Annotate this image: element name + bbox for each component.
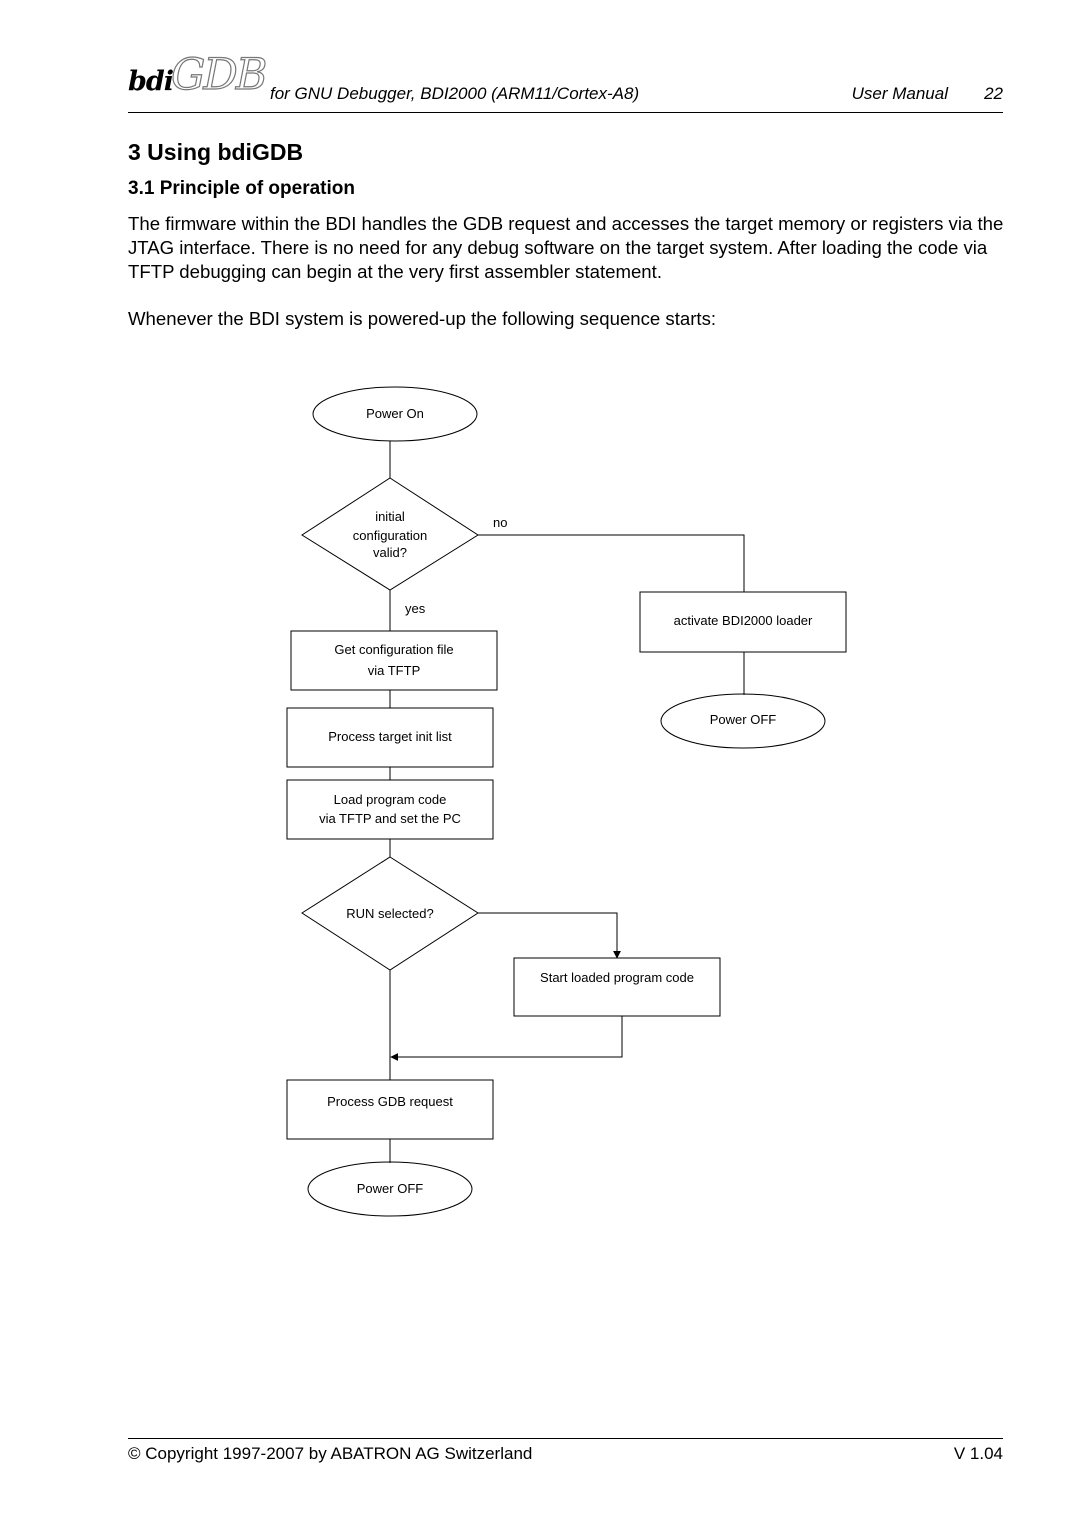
start-code-label: Start loaded program code <box>540 970 694 985</box>
power-off-bottom-label: Power OFF <box>357 1181 424 1196</box>
header-subtitle: for GNU Debugger, BDI2000 (ARM11/Cortex-… <box>270 84 640 103</box>
page-number: 22 <box>984 84 1003 103</box>
page-footer: © Copyright 1997-2007 by ABATRON AG Swit… <box>128 1438 1003 1469</box>
start-code-box <box>513 957 721 1017</box>
version-text: V 1.04 <box>953 1444 1003 1463</box>
sequence-paragraph: Whenever the BDI system is powered-up th… <box>128 308 717 329</box>
connector-no-line <box>478 534 745 592</box>
power-on-label: Power On <box>366 406 424 421</box>
get-config-line2: via TFTP <box>368 663 421 678</box>
connector-return-arrow <box>390 1016 623 1061</box>
decision1-line1: initial <box>375 509 405 524</box>
run-selected-label: RUN selected? <box>346 906 433 921</box>
loader-box <box>639 591 847 653</box>
header-manual-label: User Manual <box>851 84 948 103</box>
power-off-bottom-terminal <box>307 1161 473 1217</box>
power-off-right-label: Power OFF <box>710 712 777 727</box>
section-title: 3 Using bdiGDB <box>128 139 304 165</box>
no-label: no <box>493 515 507 530</box>
process-gdb-box <box>286 1079 494 1140</box>
logo-gdb-text: GDB <box>170 49 268 100</box>
load-code-box <box>286 779 494 840</box>
get-config-box <box>290 630 498 691</box>
subsection-title: 3.1 Principle of operation <box>128 178 355 199</box>
load-code-line1: Load program code <box>334 792 447 807</box>
process-init-box <box>286 707 494 768</box>
decision1-line2: configuration <box>353 528 427 543</box>
power-on-terminal <box>312 386 478 442</box>
process-init-label: Process target init list <box>328 729 452 744</box>
logo-bdi-text: bdi <box>128 66 174 97</box>
process-gdb-label: Process GDB request <box>327 1094 453 1109</box>
get-config-line1: Get configuration file <box>334 642 453 657</box>
run-selected-decision <box>301 856 479 971</box>
yes-label: yes <box>405 601 426 616</box>
config-valid-decision <box>301 477 479 591</box>
decision1-line3: valid? <box>373 545 407 560</box>
load-code-line2: via TFTP and set the PC <box>319 811 461 826</box>
page-header: bdi GDB for GNU Debugger, BDI2000 (ARM11… <box>128 49 1003 113</box>
power-off-right-terminal <box>660 693 826 749</box>
loader-label: activate BDI2000 loader <box>674 613 813 628</box>
intro-paragraph: The firmware within the BDI handles the … <box>128 213 1004 282</box>
copyright-text: © Copyright 1997-2007 by ABATRON AG Swit… <box>128 1444 533 1463</box>
connector-run-arrow <box>478 912 621 959</box>
